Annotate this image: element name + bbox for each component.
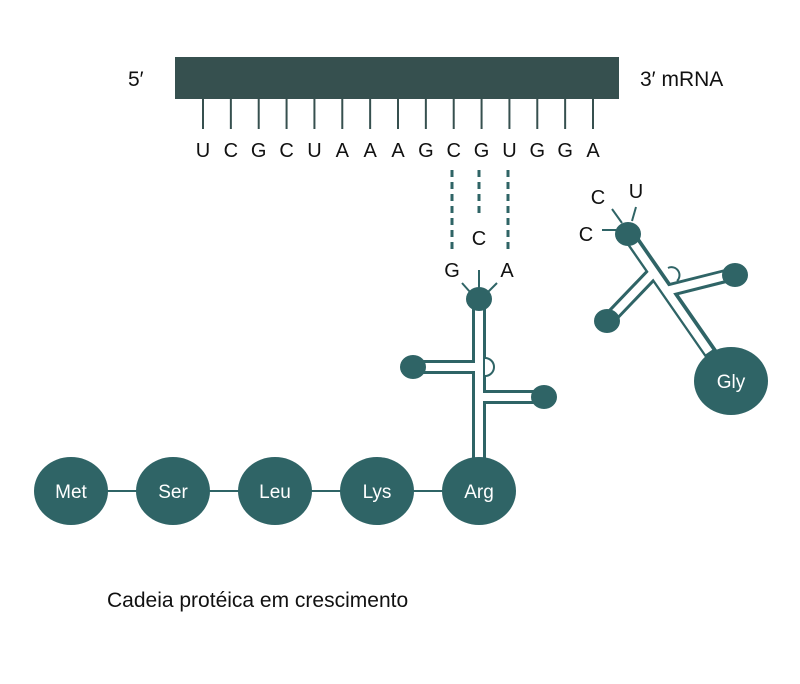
- chain-residues: Met Ser Leu Lys: [34, 457, 414, 525]
- mrna-base: A: [363, 140, 377, 162]
- trna-arg-right-arm-end: [531, 385, 557, 409]
- mrna-base: U: [307, 140, 321, 162]
- amino-acid-label: Leu: [259, 482, 291, 503]
- trna-arg-anticodon-base: C: [472, 228, 486, 250]
- trna-gly-stem: [602, 230, 736, 359]
- mrna-base: G: [557, 140, 573, 162]
- three-prime-mrna-label: 3′ mRNA: [640, 68, 723, 91]
- mrna-base-ticks: [202, 99, 594, 129]
- base-pairing-dashes: [450, 170, 510, 250]
- trna-arg-anticodon-base: A: [500, 260, 514, 282]
- mrna-base: A: [586, 140, 600, 162]
- arg-amino-acid-label: Arg: [464, 482, 494, 503]
- trna-gly-left-arm-end: [594, 309, 620, 333]
- trna-gly-anticodon-base: U: [629, 181, 643, 203]
- amino-acid-leu: [238, 457, 312, 525]
- amino-acid-label: Lys: [363, 482, 392, 503]
- trna-gly-anticodon-knob: [615, 222, 641, 246]
- trna-gly-anticodon-base: C: [579, 224, 593, 246]
- amino-acid-label: Met: [55, 482, 87, 503]
- mrna-base: A: [391, 140, 405, 162]
- amino-acid-label: Ser: [158, 482, 188, 503]
- mrna-base: A: [336, 140, 350, 162]
- mrna-base: C: [224, 140, 238, 162]
- gly-amino-acid: [694, 347, 768, 415]
- trna-arg-anticodon-knob: [466, 287, 492, 311]
- mrna-base: U: [196, 140, 210, 162]
- trna-gly-right-arm-end: [722, 263, 748, 287]
- amino-acid-met: [34, 457, 108, 525]
- mrna-backbone: [175, 57, 619, 99]
- mrna-base: C: [446, 140, 460, 162]
- protein-chain: Met Ser Leu Lys Arg: [34, 457, 516, 525]
- five-prime-label: 5′: [128, 68, 144, 91]
- mrna-base: G: [418, 140, 434, 162]
- mrna-base: G: [474, 140, 490, 162]
- caption: Cadeia protéica em crescimento: [107, 589, 408, 612]
- trna-arg-left-arm-end: [400, 355, 426, 379]
- arg-amino-acid: [442, 457, 516, 525]
- amino-acid-ser: [136, 457, 210, 525]
- mrna-base: U: [502, 140, 516, 162]
- gly-amino-acid-label: Gly: [717, 372, 746, 393]
- trna-arg-anticodon-base: G: [444, 260, 460, 282]
- trna-arg-stem: [416, 299, 542, 465]
- mrna-base: C: [279, 140, 293, 162]
- mrna-base: G: [251, 140, 267, 162]
- mrna-base: G: [530, 140, 546, 162]
- trna-arg: G C A: [400, 228, 557, 465]
- amino-acid-lys: [340, 457, 414, 525]
- trna-gly: C C U Gly: [579, 181, 768, 415]
- trna-gly-anticodon-base: C: [591, 187, 605, 209]
